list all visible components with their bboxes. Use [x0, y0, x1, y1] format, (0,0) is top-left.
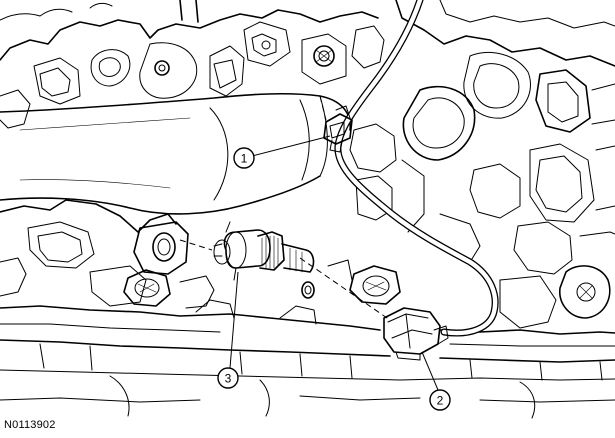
- bolt-left: [123, 269, 171, 307]
- wiring-harness: [334, 0, 499, 337]
- sensor: [213, 221, 315, 281]
- callout-1-label: 1: [241, 152, 248, 166]
- figure-id: N0113902: [4, 419, 56, 431]
- installation-path: [179, 95, 391, 321]
- engine-block-left-middle: [0, 199, 215, 309]
- engine-block-right-outline: [349, 0, 615, 329]
- bolt-center: [327, 259, 401, 305]
- engine-block-lower: [0, 299, 615, 419]
- callout-2-label: 2: [437, 394, 444, 408]
- engine-block-upper-outline: [0, 0, 385, 129]
- callout-3-label: 3: [225, 372, 232, 386]
- intake-runner: [0, 93, 351, 215]
- sensor-bore: [301, 281, 315, 299]
- electrical-connector: [383, 307, 449, 361]
- callout-1: 1: [233, 135, 331, 169]
- callout-2: 2: [421, 351, 451, 411]
- callout-3: 3: [217, 271, 239, 389]
